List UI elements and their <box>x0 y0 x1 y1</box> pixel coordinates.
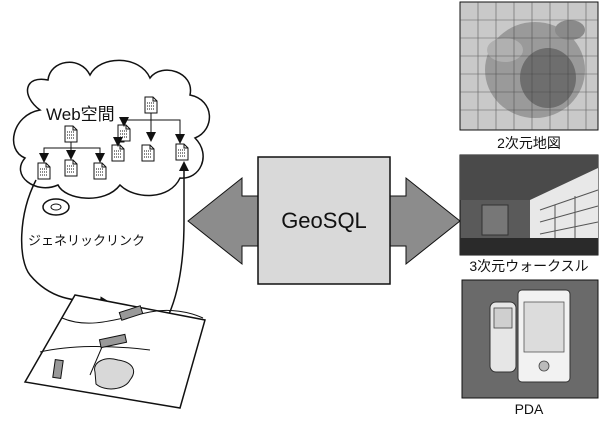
document-icon <box>64 159 78 177</box>
map-sheet <box>23 294 206 409</box>
map-2d-thumbnail <box>459 1 599 131</box>
thumbnail-caption: PDA <box>515 401 544 417</box>
walkthrough-3d-thumbnail <box>459 154 599 256</box>
pda-thumbnail <box>461 279 599 399</box>
lens-icon <box>42 198 70 216</box>
document-icon <box>111 144 125 162</box>
document-icon <box>37 162 51 180</box>
thumbnail-caption: 3次元ウォークスル <box>469 258 588 274</box>
right-arrow <box>387 176 461 266</box>
web-space-label: Web空間 <box>46 105 115 124</box>
link-tree <box>39 113 185 163</box>
document-icon <box>175 143 189 161</box>
document-icon <box>64 125 78 143</box>
document-icon <box>93 162 107 180</box>
web-space-cloud <box>12 59 211 199</box>
thumbnail-caption: 2次元地図 <box>497 135 561 151</box>
document-icon <box>144 96 158 114</box>
geosql-label: GeoSQL <box>281 208 367 233</box>
left-arrow <box>187 176 261 266</box>
generic-link-label: ジェネリックリンク <box>28 233 145 248</box>
document-icon <box>141 144 155 162</box>
document-icon <box>117 124 131 142</box>
geosql-box <box>257 156 391 285</box>
